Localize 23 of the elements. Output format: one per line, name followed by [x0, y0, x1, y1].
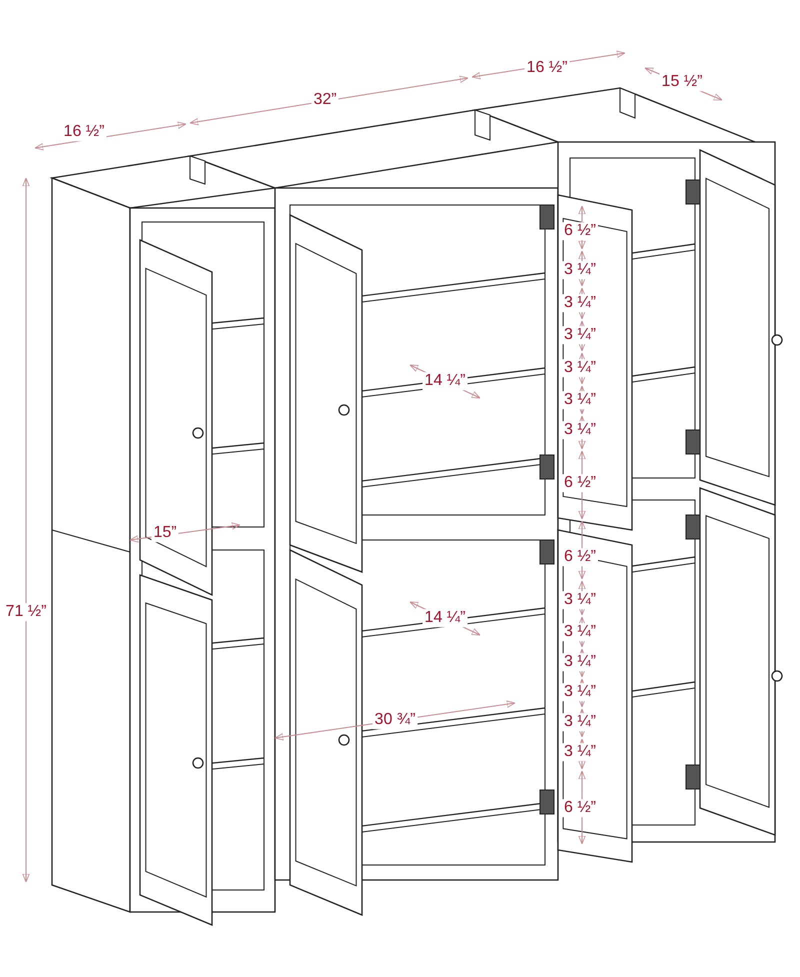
dimension-label: 3 ¼”	[562, 713, 598, 731]
dimension-label: 3 ¼”	[562, 391, 598, 409]
dimension-label: 3 ¼”	[562, 261, 598, 279]
dimension-label: 6 ½”	[562, 799, 598, 817]
dimension-label: 15 ½”	[660, 73, 704, 91]
dimension-label: 16 ½”	[62, 123, 106, 141]
dimension-label: 6 ½”	[562, 222, 598, 240]
dimension-label: 3 ¼”	[562, 326, 598, 344]
dimension-label: 3 ¼”	[562, 294, 598, 312]
dimension-label: 3 ¼”	[562, 421, 598, 439]
dimension-label: 30 ¾”	[372, 711, 418, 729]
dimension-label: 14 ¼”	[422, 372, 468, 390]
dimension-label: 6 ½”	[562, 548, 598, 566]
dimension-label: 15”	[151, 524, 179, 542]
dimension-label: 3 ¼”	[562, 653, 598, 671]
dimension-label: 3 ¼”	[562, 591, 598, 609]
dimension-label: 14 ¼”	[422, 609, 468, 627]
dimension-label: 3 ¼”	[562, 359, 598, 377]
dimension-label: 3 ¼”	[562, 683, 598, 701]
dimension-label: 3 ¼”	[562, 743, 598, 761]
dimension-label: 6 ½”	[562, 474, 598, 492]
dimension-label: 3 ¼”	[562, 623, 598, 641]
dimension-label: 71 ½”	[4, 603, 48, 621]
